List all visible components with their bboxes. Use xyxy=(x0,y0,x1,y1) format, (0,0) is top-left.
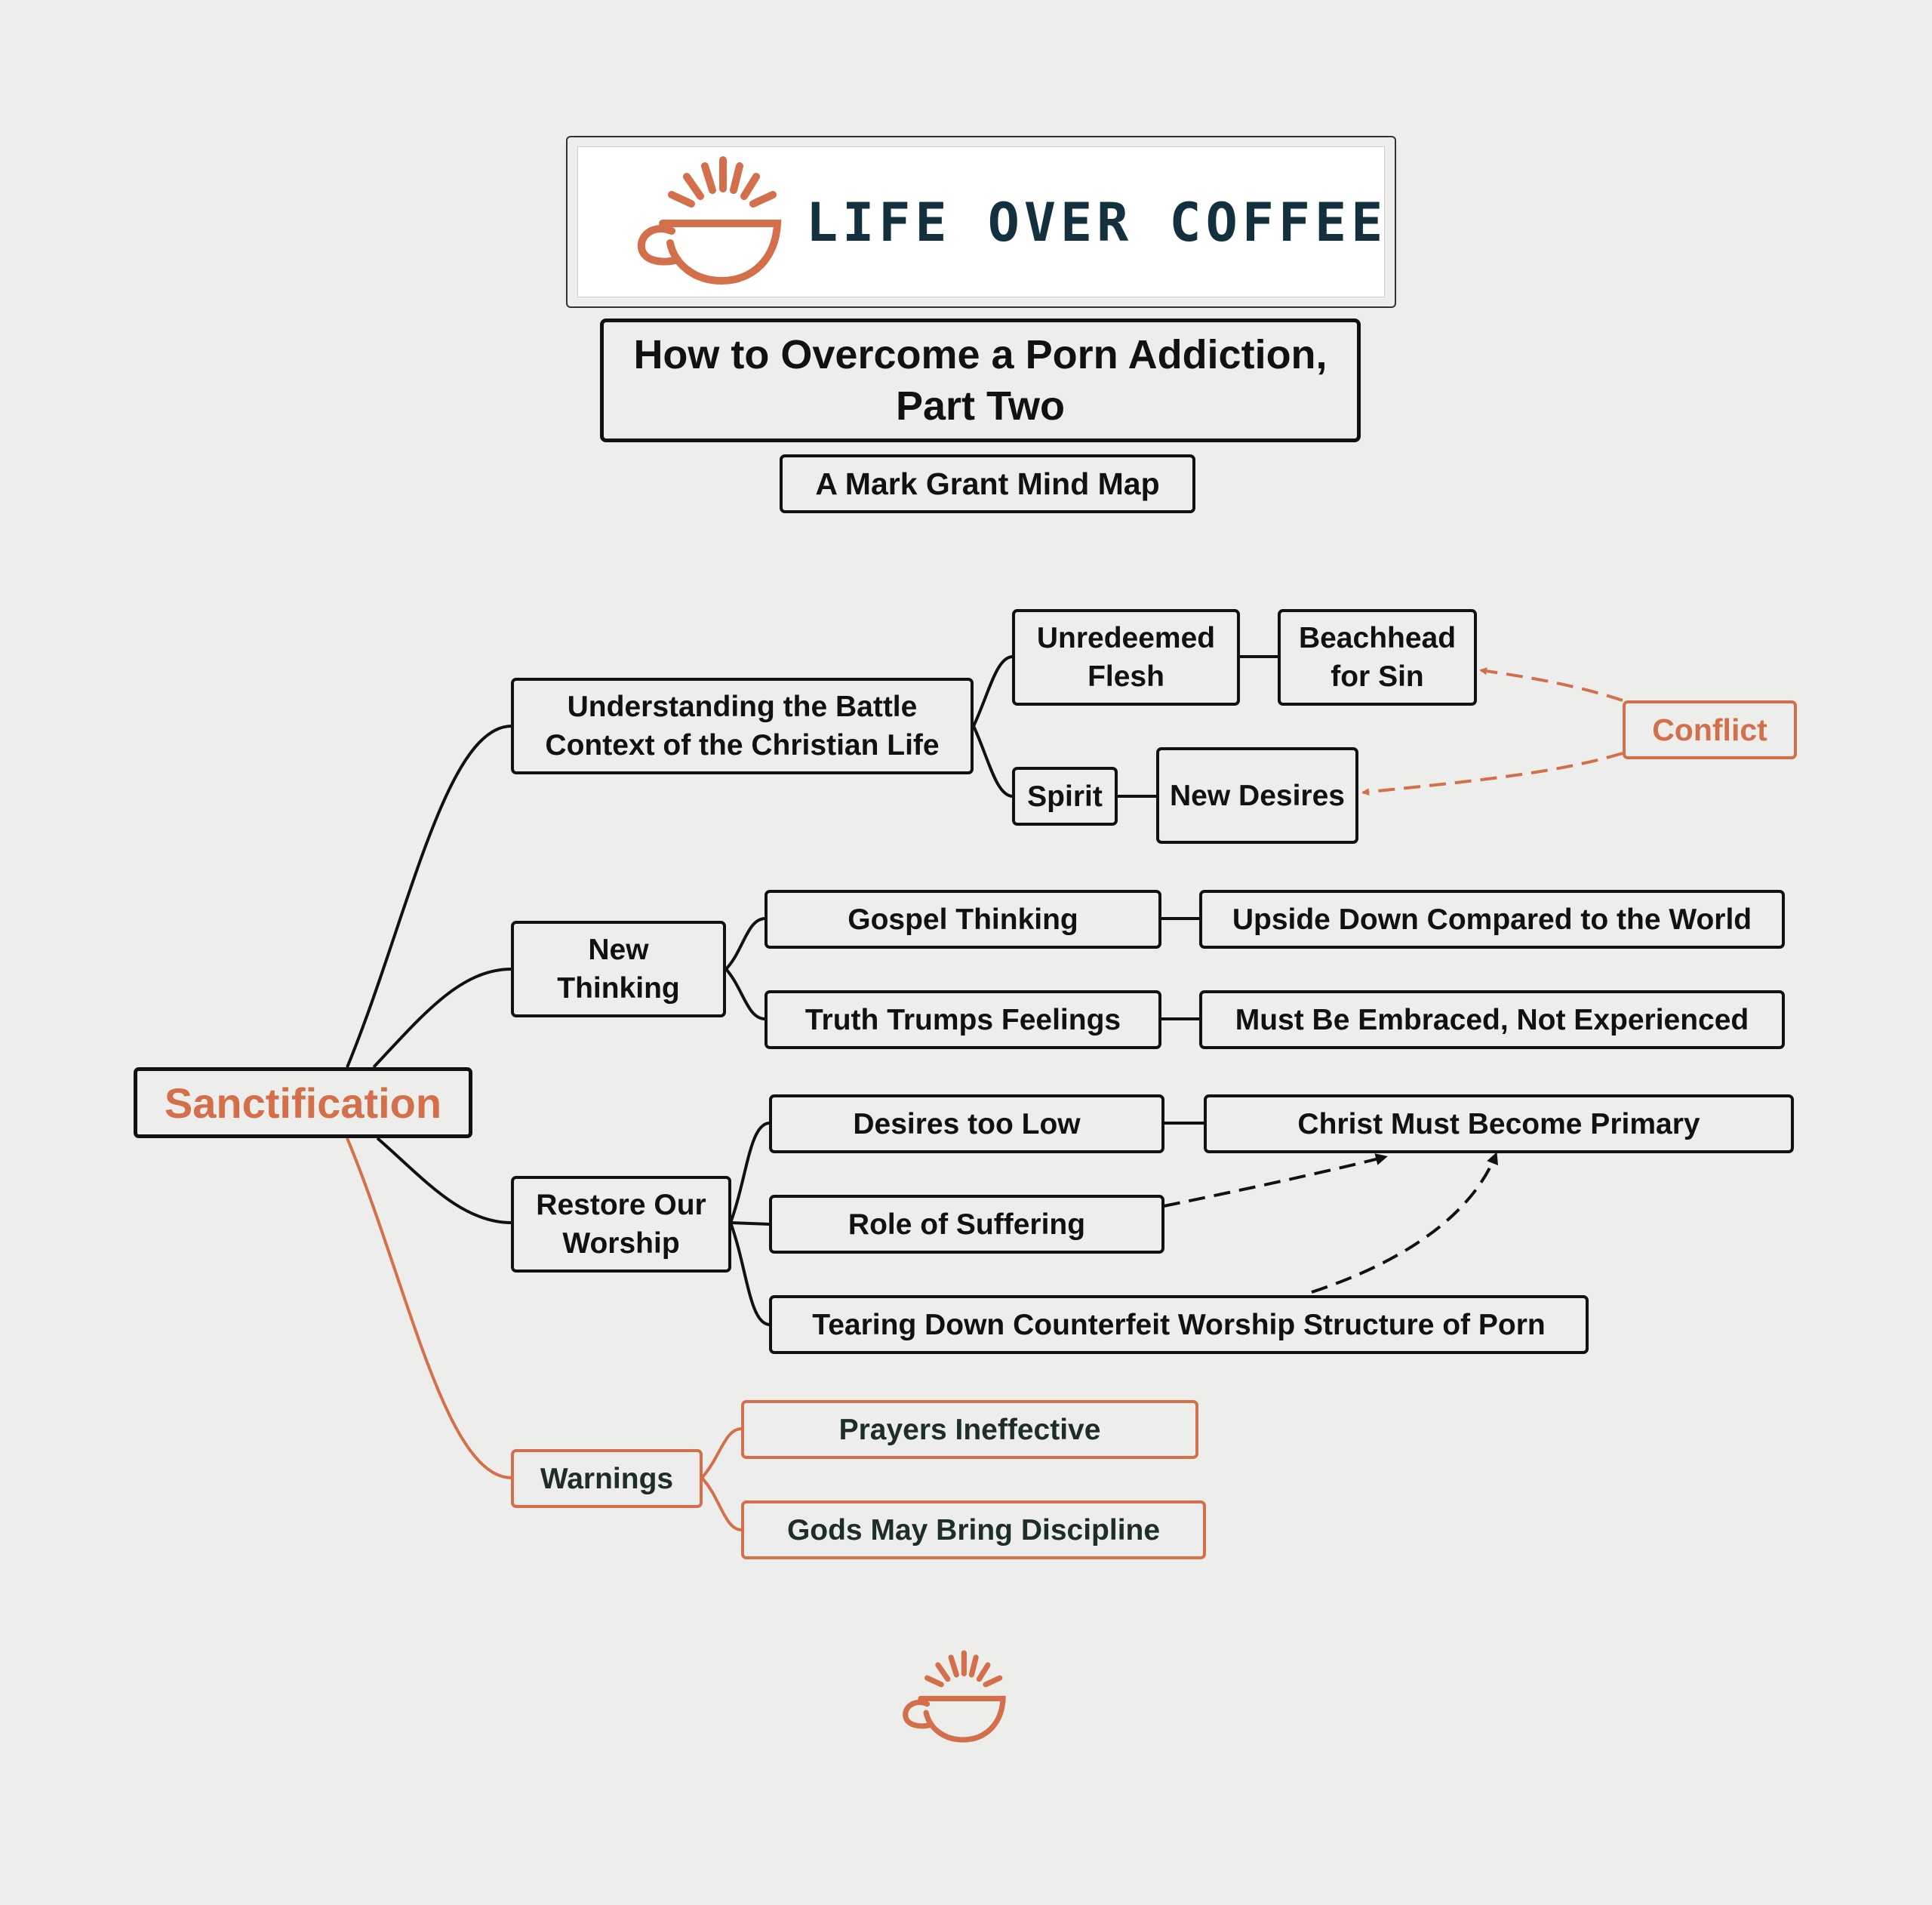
node-gospel-thinking: Gospel Thinking xyxy=(764,890,1161,949)
edge-battle-spirit xyxy=(972,725,1014,798)
node-beachhead-for-sin: Beachhead for Sin xyxy=(1278,609,1477,706)
page-title: How to Overcome a Porn Addiction, Part T… xyxy=(600,319,1361,442)
arrow-conflict-newdesires xyxy=(1361,752,1623,796)
brand-name: LIFE OVER COFFEE xyxy=(806,192,1388,254)
edge-worship-desires xyxy=(729,1122,771,1223)
node-restore-worship: Restore Our Worship xyxy=(511,1176,731,1273)
node-discipline: Gods May Bring Discipline xyxy=(741,1500,1206,1559)
edge-warnings-discipline xyxy=(700,1476,743,1531)
arrow-suffering-christ xyxy=(1163,1153,1388,1208)
edge-worship-tearing xyxy=(729,1222,771,1326)
edge-root-battle xyxy=(346,725,512,1068)
node-warnings: Warnings xyxy=(511,1449,703,1508)
edge-worship-suffering xyxy=(730,1221,771,1226)
footer-coffee-cup-sunrise-icon xyxy=(903,1650,1006,1743)
arrow-tearing-christ xyxy=(1311,1152,1498,1294)
edge-thinking-truth xyxy=(724,968,766,1020)
node-role-of-suffering: Role of Suffering xyxy=(769,1195,1164,1254)
node-sanctification: Sanctification xyxy=(134,1067,472,1138)
edge-thinking-gospel xyxy=(724,917,766,971)
page-subtitle: A Mark Grant Mind Map xyxy=(780,454,1195,513)
node-desires-too-low: Desires too Low xyxy=(769,1094,1164,1153)
node-unredeemed-flesh: Unredeemed Flesh xyxy=(1012,609,1240,706)
node-prayers-ineffective: Prayers Ineffective xyxy=(741,1400,1198,1459)
node-upside-down: Upside Down Compared to the World xyxy=(1199,890,1785,949)
node-new-thinking: New Thinking xyxy=(511,921,726,1017)
edge-root-thinking xyxy=(372,968,512,1069)
edge-root-worship xyxy=(376,1137,512,1224)
node-understanding-battle: Understanding the Battle Context of the … xyxy=(511,678,974,774)
node-conflict: Conflict xyxy=(1623,700,1797,759)
node-tearing-down: Tearing Down Counterfeit Worship Structu… xyxy=(769,1295,1589,1354)
edge-warnings-prayers xyxy=(700,1427,743,1479)
arrow-conflict-beachhead xyxy=(1479,667,1623,702)
edge-battle-flesh xyxy=(972,655,1014,727)
node-must-be-embraced: Must Be Embraced, Not Experienced xyxy=(1199,990,1785,1049)
node-spirit: Spirit xyxy=(1012,767,1118,826)
node-christ-primary: Christ Must Become Primary xyxy=(1204,1094,1794,1153)
edge-root-warnings xyxy=(346,1137,512,1479)
node-truth-trumps-feelings: Truth Trumps Feelings xyxy=(764,990,1161,1049)
coffee-cup-sunrise-icon xyxy=(637,156,782,285)
node-new-desires: New Desires xyxy=(1156,747,1358,844)
